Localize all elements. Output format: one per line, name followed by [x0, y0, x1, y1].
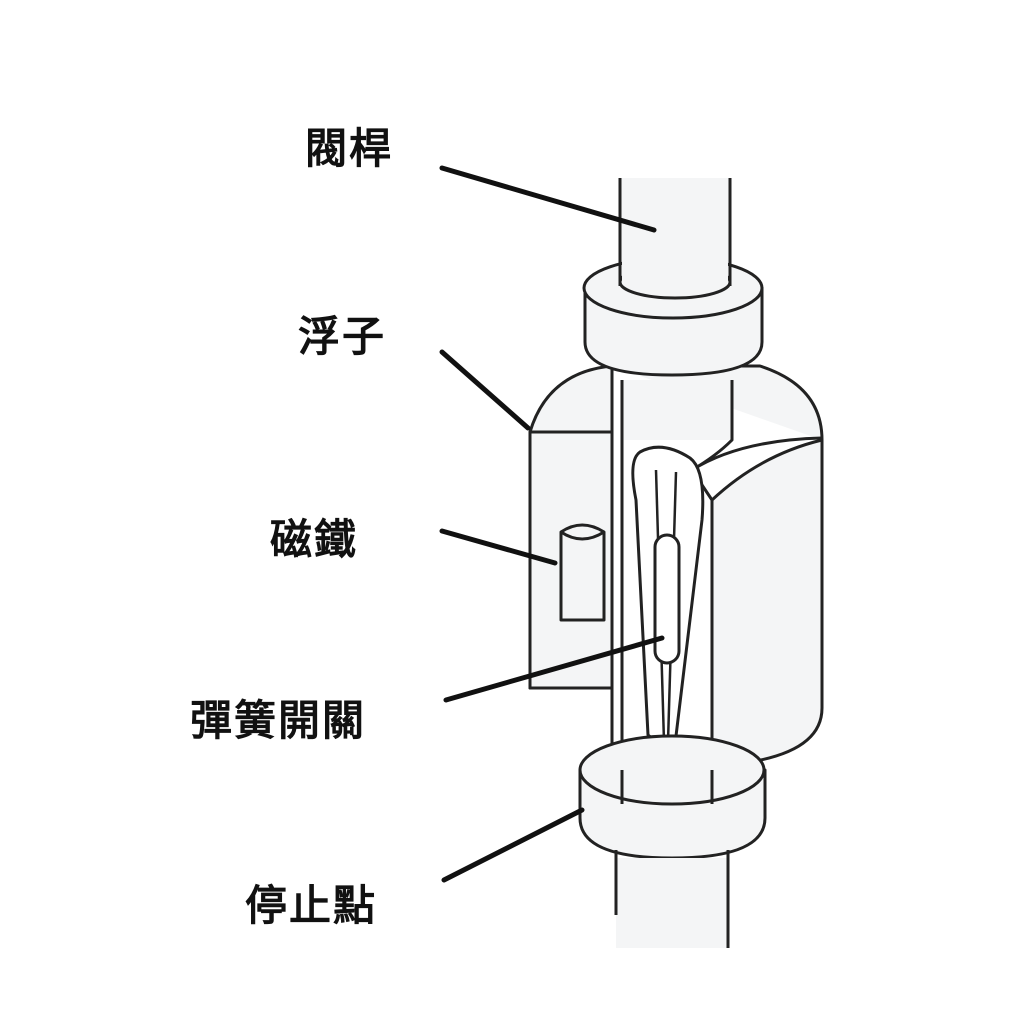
label-magnet: 磁鐵	[270, 515, 359, 564]
label-float: 浮子	[298, 312, 387, 361]
leader-line-magnet	[439, 528, 558, 566]
label-reed-switch: 彈簧開關	[190, 696, 367, 745]
label-valve-rod: 閥桿	[305, 124, 394, 173]
leader-line-stop	[441, 807, 585, 883]
valve-rod-inner	[622, 380, 732, 440]
magnet	[559, 523, 606, 622]
label-stop-point: 停止點	[245, 881, 378, 930]
leader-line-reed-switch	[443, 635, 665, 703]
valve-rod-bottom	[616, 858, 728, 948]
leader-line-float	[439, 349, 531, 431]
bottom-collar-rim	[578, 734, 766, 806]
reed-capsule	[653, 533, 681, 665]
leader-line-rod	[439, 165, 657, 233]
